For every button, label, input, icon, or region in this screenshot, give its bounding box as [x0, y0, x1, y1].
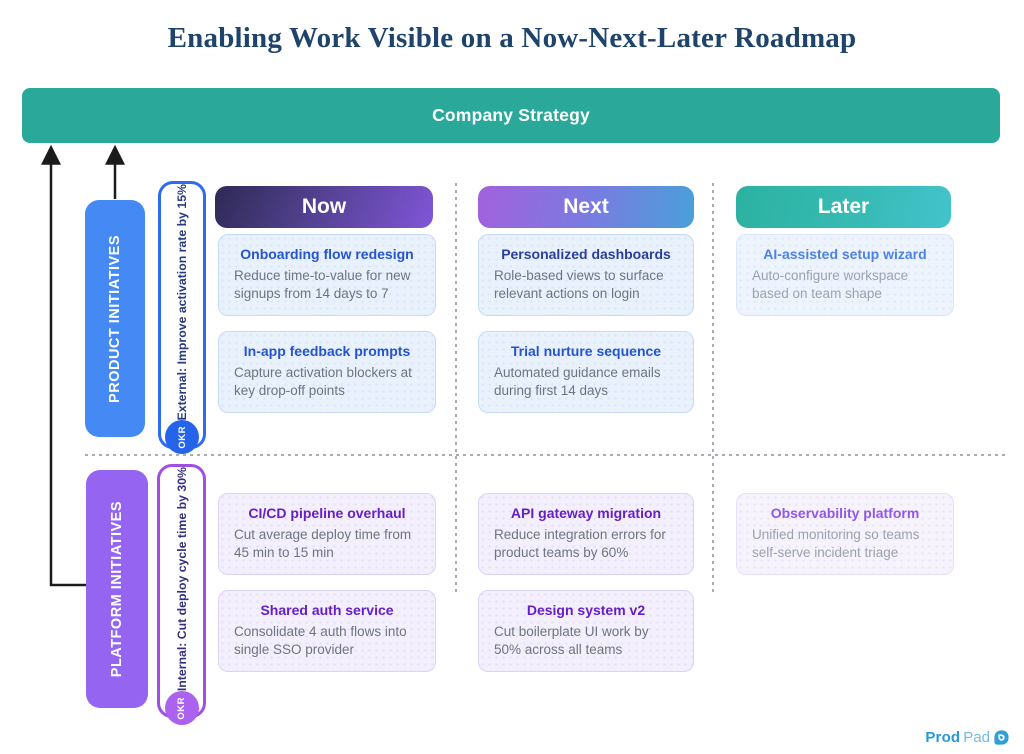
card-trial-nurture-sequence: Trial nurture sequence Automated guidanc…: [478, 330, 694, 413]
prodpad-logo-pad: Pad: [963, 729, 990, 746]
card-stack-platform-now: CI/CD pipeline overhaul Cut average depl…: [218, 493, 436, 672]
card-body: Consolidate 4 auth flows into single SSO…: [234, 623, 407, 657]
card-title: Design system v2: [526, 601, 646, 618]
okr-platform-text: Internal: Cut deploy cycle time by 30%: [174, 467, 189, 692]
page-title: Enabling Work Visible on a Now-Next-Late…: [167, 22, 857, 54]
lane-platform-label: PLATFORM INITIATIVES: [109, 500, 125, 678]
okr-badge-platform: OKR: [164, 691, 199, 726]
card-shared-auth-service: Shared auth service Consolidate 4 auth f…: [218, 589, 436, 672]
card-observability-platform: Observability platform Unified monitorin…: [736, 493, 954, 575]
lane-platform-initiatives: PLATFORM INITIATIVES: [86, 470, 148, 708]
card-body: Auto-configure workspace based on team s…: [752, 268, 909, 301]
card-title: Personalized dashboards: [501, 246, 671, 262]
column-divider-now-next: [455, 183, 457, 592]
column-header-now-label: Now: [301, 195, 347, 218]
card-stack-product-next: Personalized dashboards Role-based views…: [478, 234, 694, 413]
card-title: Shared auth service: [260, 601, 394, 618]
okr-strip-platform: Internal: Cut deploy cycle time by 30% O…: [157, 464, 206, 726]
card-stack-product-later: AI-assisted setup wizard Auto-configure …: [736, 234, 954, 316]
card-body: Cut boilerplate UI work by 50% across al…: [494, 623, 649, 657]
card-cicd-pipeline-overhaul: CI/CD pipeline overhaul Cut average depl…: [218, 493, 436, 575]
company-strategy-banner: Company Strategy: [22, 88, 1000, 143]
lane-product-initiatives: PRODUCT INITIATIVES: [85, 200, 145, 437]
card-body: Reduce time-to-value for new signups fro…: [234, 268, 411, 301]
card-onboarding-flow-redesign: Onboarding flow redesign Reduce time-to-…: [218, 234, 436, 316]
platform-to-strategy-arrow: [41, 144, 88, 587]
card-ai-assisted-setup-wizard: AI-assisted setup wizard Auto-configure …: [736, 234, 954, 316]
card-title: API gateway migration: [510, 505, 662, 521]
okr-strip-product: External: Improve activation rate by 15%…: [158, 181, 206, 455]
column-header-later: Later: [736, 186, 951, 228]
okr-badge-platform-label: OKR: [176, 696, 187, 720]
lane-product-label: PRODUCT INITIATIVES: [107, 234, 123, 403]
okr-badge-product-label: OKR: [176, 426, 188, 449]
card-title: Observability platform: [770, 505, 920, 521]
okr-badge-product: OKR: [165, 420, 199, 455]
card-title: Trial nurture sequence: [510, 342, 662, 359]
card-stack-product-now: Onboarding flow redesign Reduce time-to-…: [218, 234, 436, 413]
card-body: Role-based views to surface relevant act…: [494, 268, 664, 301]
card-personalized-dashboards: Personalized dashboards Role-based views…: [478, 234, 694, 316]
prodpad-logo-icon: [994, 730, 1009, 745]
prodpad-logo-prod: Prod: [925, 729, 961, 746]
card-body: Reduce integration errors for product te…: [494, 527, 666, 560]
card-body: Unified monitoring so teams self-serve i…: [752, 527, 920, 560]
column-header-later-label: Later: [817, 195, 870, 218]
column-header-now: Now: [215, 186, 433, 228]
card-body: Automated guidance emails during first 1…: [494, 364, 661, 398]
column-header-next: Next: [478, 186, 694, 228]
card-title: AI-assisted setup wizard: [763, 246, 927, 262]
card-stack-platform-next: API gateway migration Reduce integration…: [478, 493, 694, 672]
card-design-system-v2: Design system v2 Cut boilerplate UI work…: [478, 589, 694, 672]
card-api-gateway-migration: API gateway migration Reduce integration…: [478, 493, 694, 575]
column-divider-next-later: [712, 183, 714, 592]
card-stack-platform-later: Observability platform Unified monitorin…: [736, 493, 954, 575]
card-body: Capture activation blockers at key drop-…: [234, 364, 412, 398]
card-body: Cut average deploy time from 45 min to 1…: [234, 527, 412, 560]
company-strategy-label: Company Strategy: [432, 105, 590, 125]
column-header-next-label: Next: [563, 195, 609, 218]
card-title: Onboarding flow redesign: [240, 246, 414, 262]
card-title: In-app feedback prompts: [243, 342, 411, 359]
card-title: CI/CD pipeline overhaul: [248, 505, 406, 521]
row-divider-product-platform: [85, 454, 1006, 456]
okr-product-text: External: Improve activation rate by 15%: [175, 184, 189, 421]
card-in-app-feedback-prompts: In-app feedback prompts Capture activati…: [218, 330, 436, 413]
